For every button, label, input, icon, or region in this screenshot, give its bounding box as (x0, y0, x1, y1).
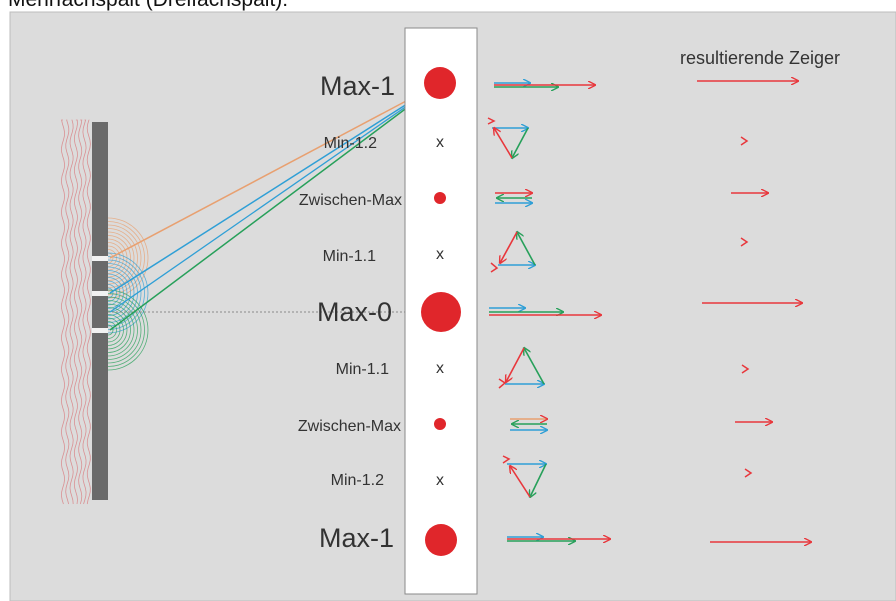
phasor-min-1-1-bottom (498, 348, 544, 389)
wavefront-arc (107, 287, 114, 299)
row-label-min-1-1-top: Min-1.1 (323, 248, 376, 265)
wavefront-arc (107, 314, 124, 346)
dot-max-0 (421, 292, 461, 332)
dot-zwischen-max-top (434, 192, 446, 204)
wavefront-arc (107, 252, 149, 334)
wavefront-arc (107, 249, 117, 267)
row-label-max-0: Max-0 (317, 297, 392, 327)
phasor-min-1-1-top (490, 232, 535, 273)
incoming-wave-line (73, 119, 78, 505)
page-heading: Mehrfachspalt (Dreifachspalt): (8, 0, 288, 12)
wavefront-arc (107, 293, 145, 367)
incoming-wave-line (60, 119, 66, 505)
ray-blue-2 (109, 82, 441, 313)
incoming-waves (60, 119, 91, 505)
wavefront-arc (107, 317, 121, 343)
ray-orange (109, 82, 441, 259)
wavefront-arc (107, 310, 128, 350)
phasor-max-0 (489, 308, 601, 315)
resultant-min-1-1-top (740, 237, 749, 247)
resultant-min-1-2-top (740, 136, 749, 146)
row-label-min-1-2-bottom: Min-1.2 (331, 472, 384, 489)
wavefront-arc (107, 296, 142, 364)
resultant-header: resultierende Zeiger (680, 48, 840, 68)
incoming-wave-line (82, 119, 87, 505)
dot-max-1-top (424, 67, 456, 99)
wavefront-arc (107, 321, 117, 339)
phasor-zwischen-max-top (495, 193, 532, 203)
incoming-wave-line (65, 119, 70, 505)
slit-barrier (92, 122, 108, 500)
min-marker-2: x (436, 246, 444, 263)
wavefront-arc (107, 224, 142, 292)
incoming-wave-line (78, 119, 83, 505)
wavefront-arc (107, 266, 135, 320)
min-marker-4: x (436, 472, 444, 489)
row-label-max-1-top: Max-1 (320, 71, 395, 101)
phasor-max-1-bottom (507, 537, 610, 541)
phasor-min-1-2-bottom (502, 455, 546, 497)
incoming-wave-line (69, 119, 74, 505)
wavefront-arc (107, 242, 124, 274)
row-label-min-1-2-top: Min-1.2 (324, 135, 377, 152)
dot-zwischen-max-bottom (434, 418, 446, 430)
row-label-zwischen-max-bottom: Zwischen-Max (298, 418, 401, 435)
phasor-min-1-2-top (487, 117, 528, 158)
ray-blue-1 (109, 82, 441, 294)
resultant-min-1-2-bottom (744, 468, 753, 478)
wavefront-arc (107, 235, 131, 281)
incoming-wave-line (86, 119, 91, 505)
row-label-max-1-bottom: Max-1 (319, 523, 394, 553)
wavefront-arc (107, 307, 131, 353)
dot-max-1-bottom (425, 524, 457, 556)
row-label-min-1-1-bottom: Min-1.1 (336, 361, 389, 378)
min-marker-1: x (436, 134, 444, 151)
wavefront-arc (107, 217, 149, 299)
wavefront-arc (107, 300, 138, 360)
slit-2 (92, 291, 108, 296)
ray-green (109, 82, 441, 331)
phasor-max-1-top (494, 83, 595, 87)
slit-1 (92, 256, 108, 261)
wavefront-arc (107, 324, 114, 336)
row-label-zwischen-max-top: Zwischen-Max (299, 192, 402, 209)
wavefront-arc (107, 289, 149, 371)
wavefront-arc (107, 273, 128, 313)
resultant-min-1-1-bottom (741, 364, 750, 374)
slit-3 (92, 328, 108, 333)
min-marker-3: x (436, 360, 444, 377)
wavefront-arc (107, 228, 138, 288)
slit-wavefronts (107, 217, 149, 371)
phasor-zwischen-max-bottom (510, 419, 547, 430)
